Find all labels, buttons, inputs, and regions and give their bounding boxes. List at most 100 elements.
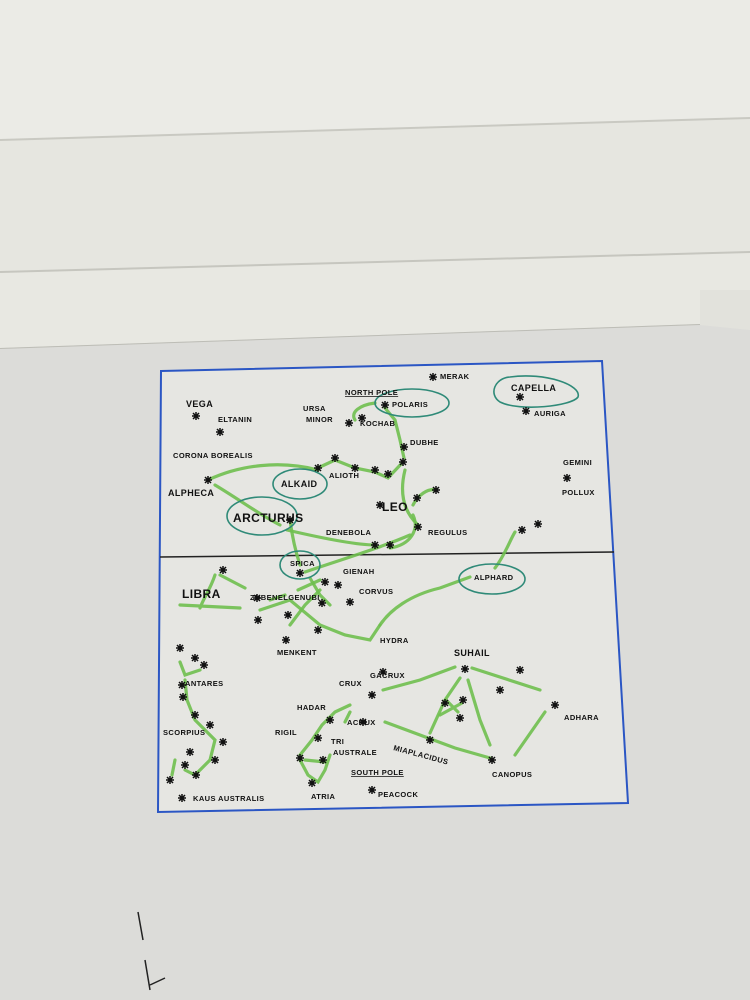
star-icon [284, 611, 292, 619]
star-icon [282, 636, 290, 644]
label-polaris: POLARIS [392, 400, 428, 409]
star-icon [563, 474, 571, 482]
star-icon [200, 661, 208, 669]
star-icon [178, 681, 186, 689]
label-alioth: ALIOTH [329, 471, 359, 480]
star-icon [534, 520, 542, 528]
label-corvus: CORVUS [359, 587, 393, 596]
star-icon [379, 668, 387, 676]
star-icon [368, 691, 376, 699]
label-libra: LIBRA [182, 587, 221, 601]
star-icon [351, 464, 359, 472]
label-merak: MERAK [440, 372, 470, 381]
star-icon [191, 711, 199, 719]
star-icon [192, 412, 200, 420]
star-icon [334, 581, 342, 589]
star-icon [296, 569, 304, 577]
star-icon [192, 771, 200, 779]
label-scorpius: SCORPIUS [163, 728, 205, 737]
label-vega: VEGA [186, 399, 213, 409]
star-icon [179, 693, 187, 701]
star-icon [371, 541, 379, 549]
star-icon [381, 401, 389, 409]
label-hydra: HYDRA [380, 636, 409, 645]
star-icon [314, 734, 322, 742]
label-adhara: ADHARA [564, 713, 599, 722]
ceiling [0, 0, 750, 350]
label-kochab: KOCHAB [360, 419, 395, 428]
label-north-pole: NORTH POLE [345, 388, 398, 397]
star-icon [441, 699, 449, 707]
star-icon [413, 494, 421, 502]
constellation-lines [170, 401, 547, 785]
star-icon [254, 616, 262, 624]
label-atria: ATRIA [311, 792, 336, 801]
highlight-rings [226, 375, 579, 595]
label-alphard: ALPHARD [474, 573, 514, 582]
label-ursa: URSA [303, 404, 326, 413]
star-icon [359, 718, 367, 726]
label-auriga: AURIGA [534, 409, 566, 418]
label-gemini: GEMINI [563, 458, 592, 467]
star-icon [516, 666, 524, 674]
star-icon [346, 598, 354, 606]
label-south-pole: SOUTH POLE [351, 768, 404, 777]
star-icon [186, 748, 194, 756]
star-icon [551, 701, 559, 709]
star-icon [181, 761, 189, 769]
label-zubenelgenubi: ZUBENELGENUBI [250, 593, 320, 602]
label-australe: AUSTRALE [333, 748, 377, 757]
label-eltanin: ELTANIN [218, 415, 252, 424]
label-suhail: SUHAIL [454, 648, 490, 658]
star-icon [345, 419, 353, 427]
star-icon [358, 414, 366, 422]
wall-mark [137, 911, 166, 991]
label-spica: SPICA [290, 559, 315, 568]
star-icon [368, 786, 376, 794]
star-icon [178, 794, 186, 802]
star-icon [386, 541, 394, 549]
star-icon [488, 756, 496, 764]
label-kaus-australis: KAUS AUSTRALIS [193, 794, 265, 803]
label-acrux: ACRUX [347, 718, 376, 727]
star-icon [461, 665, 469, 673]
star-icon [318, 599, 326, 607]
label-gacrux: GACRUX [370, 671, 405, 680]
star-icon [296, 754, 304, 762]
label-peacock: PEACOCK [378, 790, 418, 799]
star-icon [456, 714, 464, 722]
label-hadar: HADAR [297, 703, 326, 712]
star-icon [414, 523, 422, 531]
star-icon [216, 428, 224, 436]
star-icon [206, 721, 214, 729]
star-icon [522, 407, 530, 415]
star-icon [321, 578, 329, 586]
star-icon [191, 654, 199, 662]
star-icon [331, 454, 339, 462]
label-minor: MINOR [306, 415, 333, 424]
star-icon [211, 756, 219, 764]
label-regulus: REGULUS [428, 528, 467, 537]
label-alkaid: ALKAID [281, 479, 317, 489]
star-icon [432, 486, 440, 494]
star-icon [253, 594, 261, 602]
star-icon [286, 516, 294, 524]
star-icon [176, 644, 184, 652]
star-icon [384, 470, 392, 478]
stars-layer [166, 373, 571, 802]
star-icon [399, 458, 407, 466]
star-icon [429, 373, 437, 381]
label-gienah: GIENAH [343, 567, 375, 576]
star-icon [376, 501, 384, 509]
star-icon [518, 526, 526, 534]
label-canopus: CANOPUS [492, 770, 532, 779]
star-icon [319, 756, 327, 764]
star-icon [219, 738, 227, 746]
label-menkent: MENKENT [277, 648, 317, 657]
star-icon [219, 566, 227, 574]
star-icon [326, 716, 334, 724]
equator-divider [159, 551, 615, 558]
star-labels: VEGA ELTANIN NORTH POLE URSA MINOR POLAR… [163, 372, 599, 803]
star-icon [426, 736, 434, 744]
